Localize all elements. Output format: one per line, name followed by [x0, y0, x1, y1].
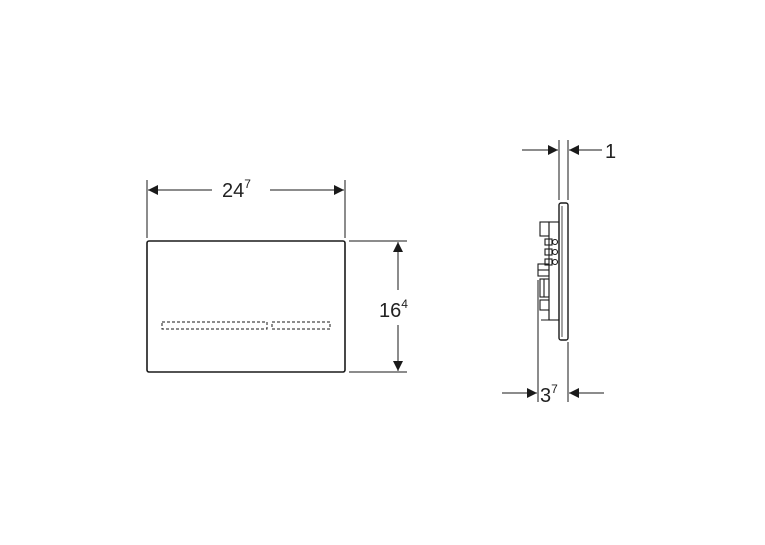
side-view: 1 37 — [502, 140, 616, 407]
depth-dimension-label: 37 — [540, 382, 558, 407]
front-plate-outline — [146, 240, 346, 373]
flush-slot-pattern — [161, 321, 331, 330]
actuator-mechanism — [537, 221, 560, 321]
plate-thickness-label: 1 — [605, 141, 616, 163]
front-view: 247 164 — [146, 177, 408, 373]
width-dimension: 247 — [146, 177, 346, 238]
depth-dimension: 37 — [502, 280, 604, 407]
width-dimension-label: 247 — [222, 177, 251, 202]
plate-thickness-dimension: 1 — [522, 140, 616, 200]
height-dimension: 164 — [349, 240, 408, 373]
height-dimension-label: 164 — [379, 297, 408, 322]
side-plate-outline — [558, 202, 569, 341]
